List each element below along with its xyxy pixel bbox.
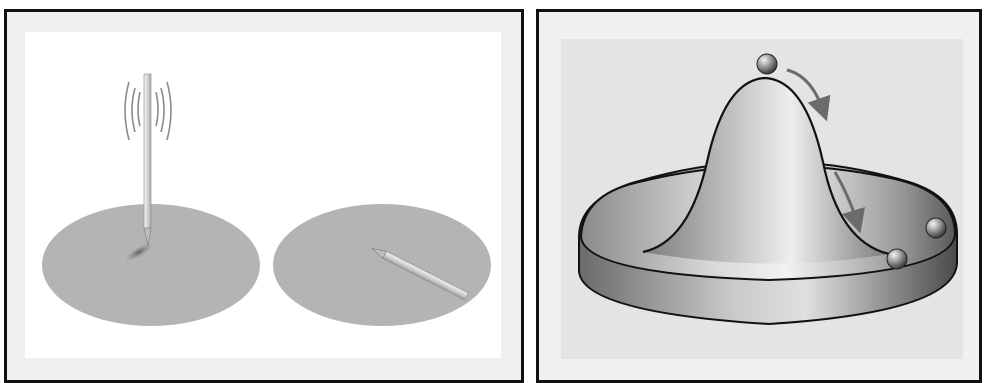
ball-in-trough — [926, 218, 946, 238]
standing-pencil — [144, 74, 151, 246]
pencil-illustration — [7, 12, 521, 380]
sombrero-illustration — [539, 12, 979, 380]
left-panel — [4, 9, 524, 383]
ball-in-trough — [887, 249, 907, 269]
right-disc — [273, 204, 491, 326]
ball-on-peak — [757, 54, 777, 74]
right-panel — [536, 9, 982, 383]
